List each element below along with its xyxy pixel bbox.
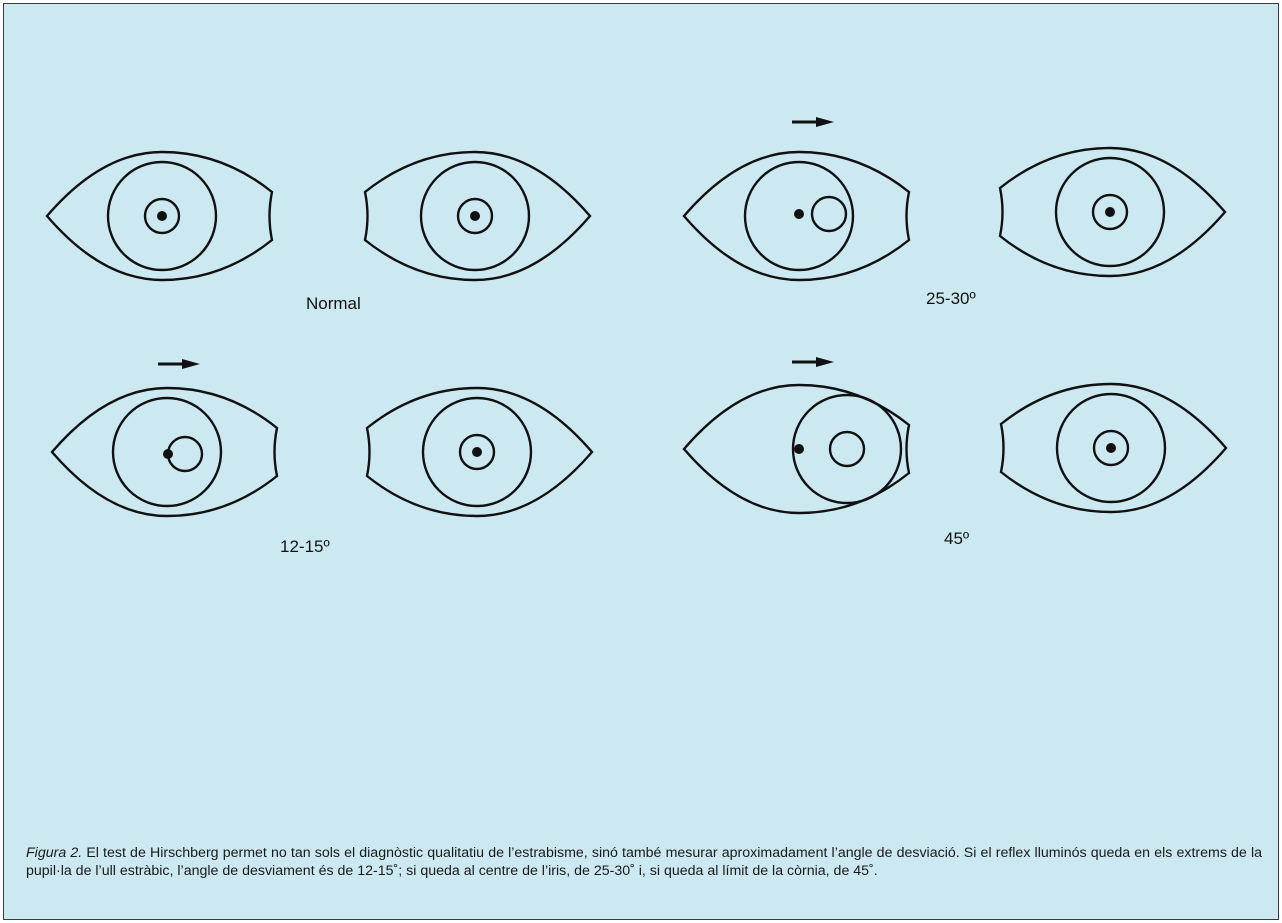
hirschberg-diagram: [45, 117, 1228, 518]
caption-label: Figura 2.: [26, 845, 83, 861]
label-normal: Normal: [306, 294, 361, 313]
arrow-45: [792, 357, 834, 367]
corneal-reflex: [470, 211, 480, 221]
eye-normal-right: [363, 150, 592, 282]
label-45: 45º: [944, 529, 970, 548]
corneal-reflex: [163, 449, 173, 459]
arrow-25-30: [792, 117, 834, 127]
corneal-reflex: [1106, 443, 1116, 453]
arrow-12-15: [158, 359, 200, 369]
caption-text: El test de Hirschberg permet no tan sols…: [26, 845, 1262, 879]
label-12-15: 12-15º: [280, 537, 330, 556]
label-25-30: 25-30º: [926, 289, 976, 308]
figure-panel: Normal 25-30º 12-15º 45º Figura 2. El te…: [3, 3, 1279, 920]
corneal-reflex: [157, 211, 167, 221]
eye-25-30-right: [998, 146, 1227, 278]
eye-25-30-left: [682, 150, 911, 282]
corneal-reflex: [794, 209, 804, 219]
corneal-reflex: [1105, 207, 1115, 217]
eye-45-right: [999, 382, 1228, 514]
eye-12-15-left: [50, 386, 279, 518]
corneal-reflex: [472, 447, 482, 457]
corneal-reflex: [794, 444, 804, 454]
eye-45-left: [682, 383, 911, 515]
figure-caption: Figura 2. El test de Hirschberg permet n…: [26, 844, 1262, 880]
eye-12-15-right: [365, 386, 594, 518]
eye-normal-left: [45, 150, 274, 282]
